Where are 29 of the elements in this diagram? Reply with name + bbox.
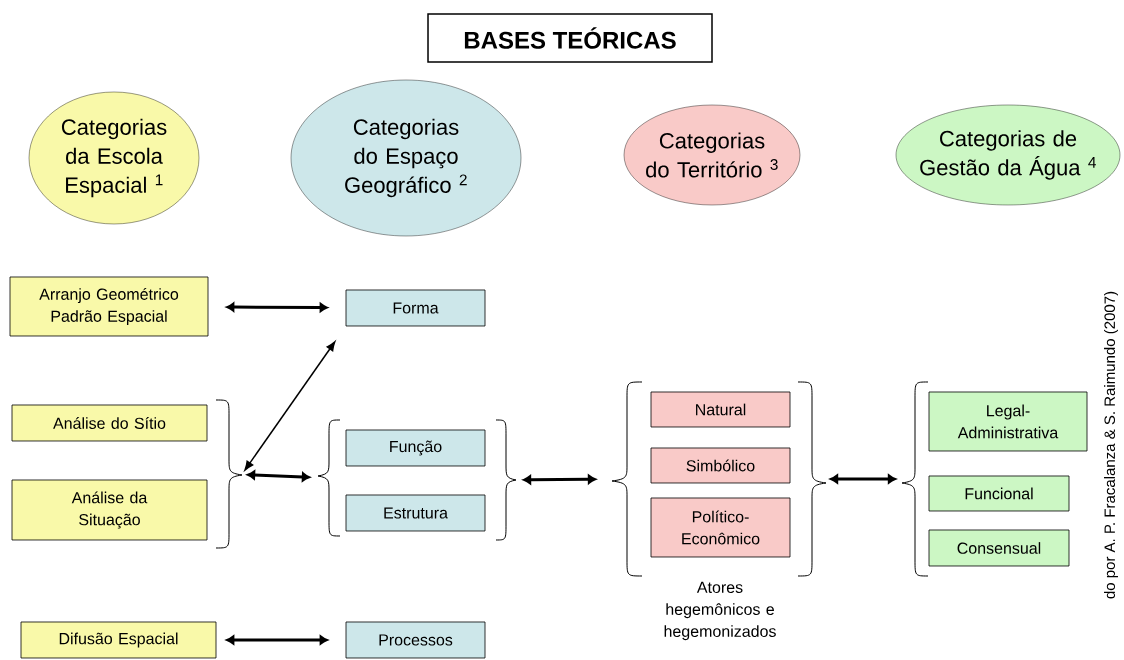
category-box: Simbólico [650,447,791,484]
double-arrow [246,470,311,482]
category-box: Funcional [928,475,1070,512]
category-box: Análise da Situação [11,479,208,541]
credit-text: do por A. P. Fracalanza & S. Raimundo (2007) [1104,291,1118,599]
category-box: Forma [345,289,486,327]
category-box: Análise do Sítio [11,404,208,442]
curly-bracket [901,381,929,577]
double-arrow [226,302,328,313]
curly-bracket [611,381,643,577]
double-arrow [522,474,597,485]
category-box: Consensual [928,529,1070,567]
category-box: Natural [650,391,791,428]
double-arrow [226,635,328,645]
category-box: Processos [345,621,486,659]
curly-bracket [215,399,243,549]
category-box: Estrutura [345,494,486,532]
curly-bracket [797,381,827,577]
caption-text: Atores hegemônicos e hegemonizados [664,581,776,641]
category-box: Arranjo Geométrico Padrão Espacial [9,276,209,337]
title-box: BASES TEÓRICAS [427,13,713,63]
curly-bracket [495,419,517,541]
category-box: Político-Econômico [650,497,791,558]
double-arrow [244,341,336,471]
double-arrow [829,474,897,484]
category-box: Difusão Espacial [20,621,217,659]
category-box: Função [345,429,486,467]
category-box: Legal-Administrativa [928,391,1088,452]
curly-bracket [317,419,341,537]
